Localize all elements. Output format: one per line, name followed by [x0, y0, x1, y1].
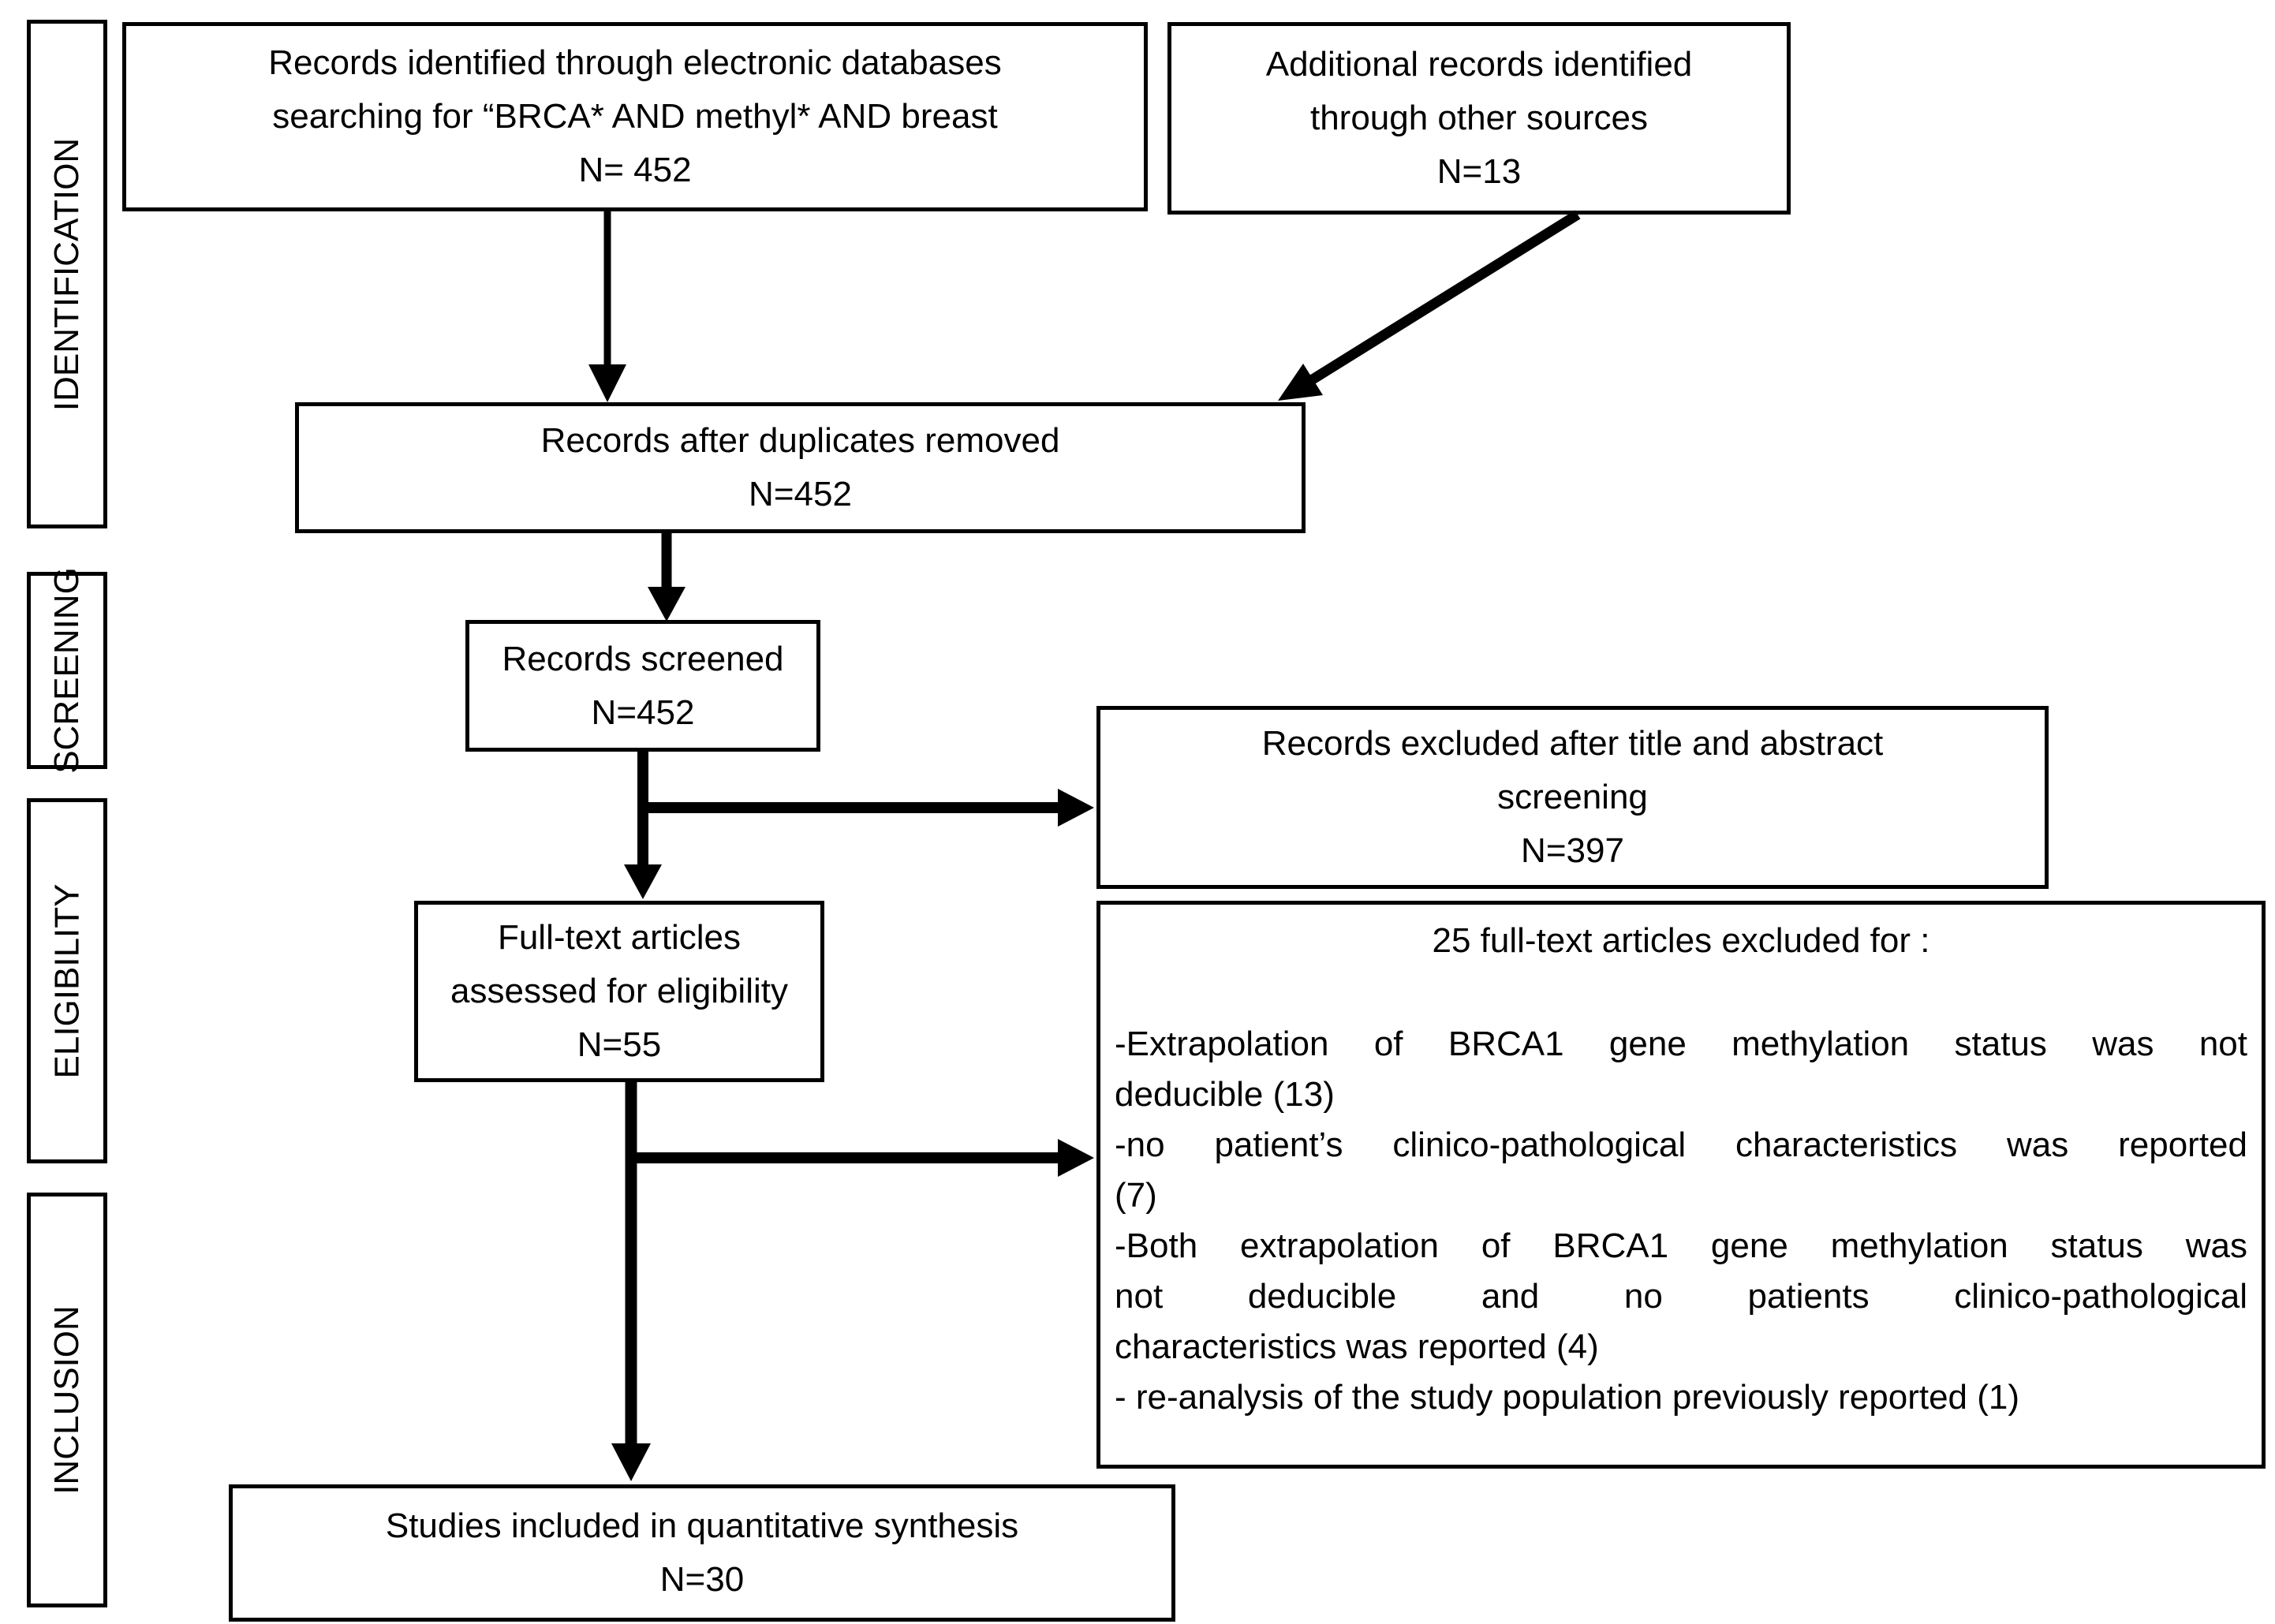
box-additional-records-line2: through other sources	[1309, 99, 1649, 137]
stage-label-screening: SCREENING	[27, 567, 107, 774]
box-records-screened: Records screened N=452	[465, 620, 820, 752]
box-records-excluded-screening-count: N=397	[1521, 831, 1624, 870]
box-fulltext-excluded-line: - re-analysis of the study population pr…	[1115, 1378, 2020, 1417]
arrow-fulltext-to-included-head	[611, 1443, 651, 1481]
box-fulltext-excluded-line: -Both extrapolation of BRCA1 gene methyl…	[1115, 1226, 2247, 1265]
box-records-excluded-screening-line2: screening	[1497, 778, 1648, 816]
box-duplicates-removed: Records after duplicates removed N=452	[295, 402, 1306, 533]
box-fulltext-excluded-line: deducible (13)	[1115, 1075, 1335, 1114]
box-fulltext-excluded: 25 full-text articles excluded for : -Ex…	[1096, 901, 2266, 1469]
arrow-identified-to-duplicates-head	[588, 364, 626, 402]
box-records-excluded-screening-line1: Records excluded after title and abstrac…	[1261, 724, 1884, 763]
box-fulltext-assessed-line1: Full-text articles	[497, 918, 742, 957]
box-fulltext-assessed: Full-text articles assessed for eligibil…	[414, 901, 824, 1082]
box-fulltext-assessed-count: N=55	[577, 1025, 662, 1064]
box-fulltext-excluded-line: (7)	[1115, 1176, 1157, 1215]
box-records-identified-line1: Records identified through electronic da…	[268, 43, 1002, 82]
box-fulltext-excluded-line: characteristics was reported (4)	[1115, 1327, 1599, 1366]
arrow-screened-to-excluded-head	[1058, 789, 1094, 827]
box-records-identified: Records identified through electronic da…	[122, 22, 1148, 211]
box-fulltext-assessed-line2: assessed for eligibility	[450, 972, 788, 1010]
box-studies-included: Studies included in quantitative synthes…	[229, 1484, 1175, 1622]
box-duplicates-removed-line1: Records after duplicates removed	[540, 421, 1060, 460]
arrow-additional-to-duplicates-line	[1309, 210, 1581, 384]
box-fulltext-excluded-line: -no patient’s clinico-pathological chara…	[1115, 1126, 2247, 1164]
box-studies-included-line1: Studies included in quantitative synthes…	[385, 1506, 1019, 1545]
box-records-screened-line1: Records screened	[502, 639, 784, 678]
box-fulltext-excluded-line: -Extrapolation of BRCA1 gene methylation…	[1115, 1025, 2247, 1063]
box-additional-records-count: N=13	[1436, 152, 1522, 191]
arrow-duplicates-to-screened-head	[648, 587, 685, 622]
arrow-screened-to-fulltext-head	[624, 864, 662, 899]
box-studies-included-count: N=30	[659, 1560, 745, 1599]
stage-label-identification: IDENTIFICATION	[27, 20, 107, 528]
stage-label-inclusion: INCLUSION	[27, 1193, 107, 1607]
box-fulltext-excluded-heading: 25 full-text articles excluded for :	[1432, 921, 1930, 960]
box-fulltext-excluded-line: not deducible and no patients clinico-pa…	[1115, 1277, 2247, 1316]
arrow-fulltext-to-excluded-head	[1058, 1139, 1094, 1177]
box-additional-records-line1: Additional records identified	[1265, 45, 1693, 84]
box-duplicates-removed-count: N=452	[749, 475, 852, 513]
box-records-identified-line2: searching for “BRCA* AND methyl* AND bre…	[272, 97, 998, 136]
arrow-additional-to-duplicates-head	[1278, 364, 1323, 401]
box-records-screened-count: N=452	[591, 693, 695, 732]
box-additional-records: Additional records identified through ot…	[1167, 22, 1791, 215]
stage-label-eligibility: ELIGIBILITY	[27, 798, 107, 1163]
box-records-identified-count: N= 452	[578, 151, 692, 189]
box-records-excluded-screening: Records excluded after title and abstrac…	[1096, 706, 2049, 889]
